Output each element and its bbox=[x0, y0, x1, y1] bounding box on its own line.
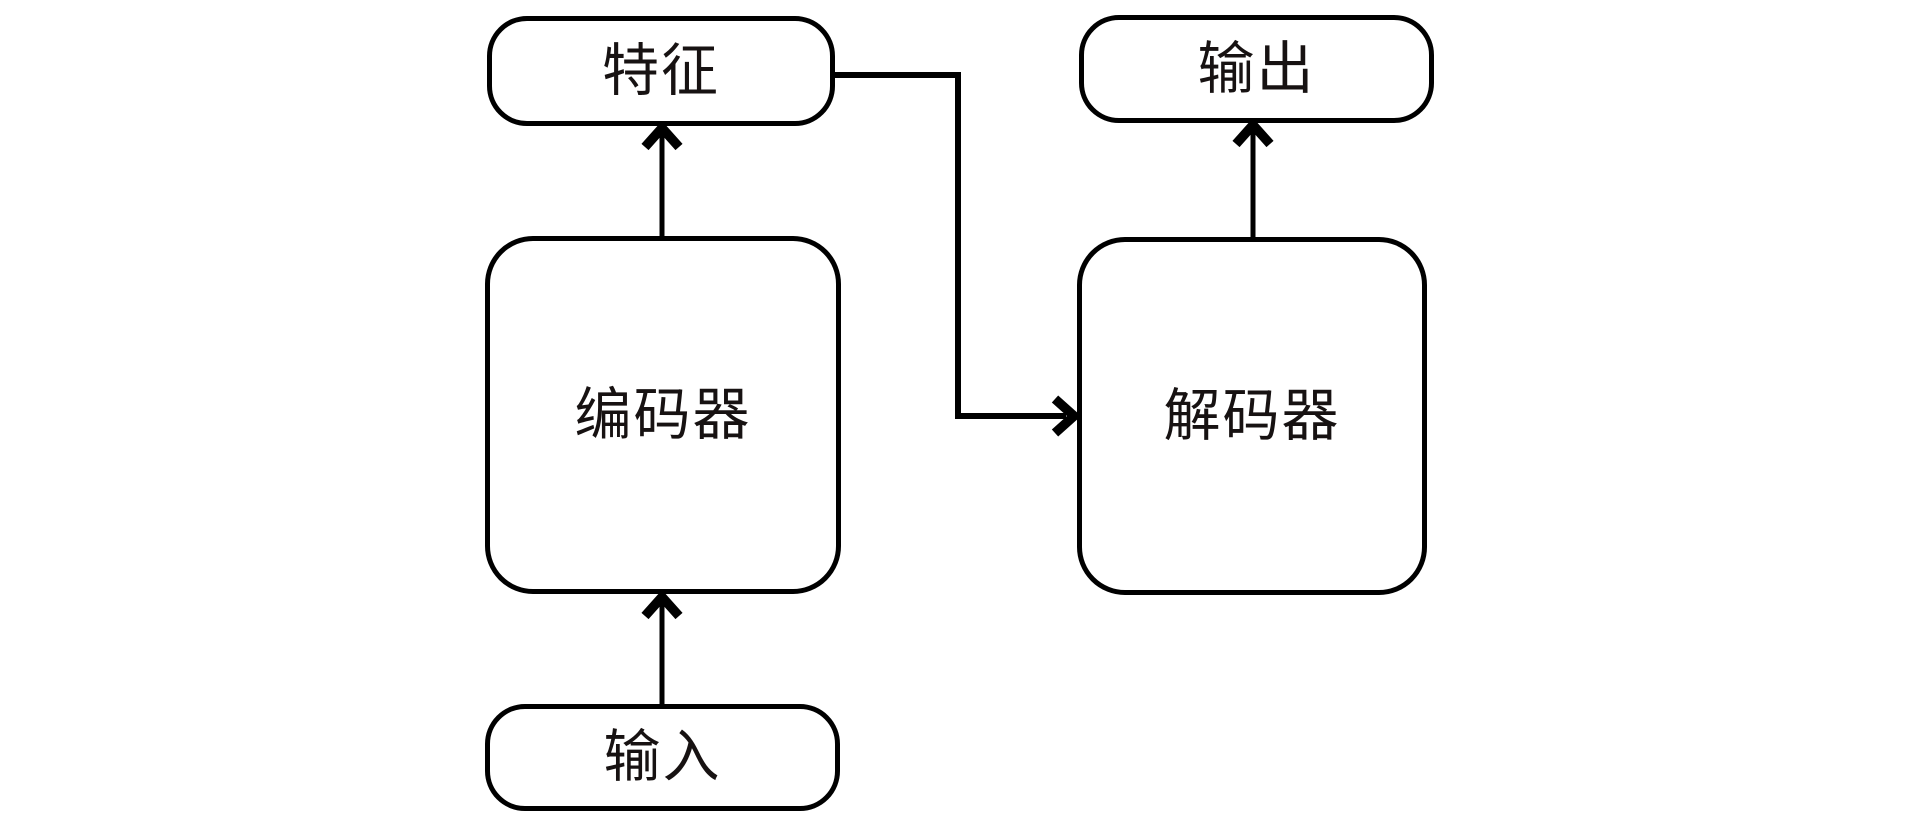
node-encoder-label: 编码器 bbox=[574, 383, 752, 447]
arrowhead-up-icon bbox=[641, 589, 683, 620]
node-decoder-label: 解码器 bbox=[1163, 384, 1341, 448]
node-input: 输入 bbox=[485, 704, 840, 811]
edge-feature-to-decoder bbox=[833, 72, 1082, 437]
node-output-label: 输出 bbox=[1197, 37, 1316, 101]
arrowhead-up-icon bbox=[641, 120, 683, 151]
node-feature: 特征 bbox=[487, 16, 835, 126]
edge-feature-to-decoder-line bbox=[833, 72, 1066, 419]
edge-encoder-to-feature bbox=[641, 120, 683, 236]
edge-decoder-to-output bbox=[1232, 117, 1274, 238]
node-encoder: 编码器 bbox=[485, 236, 841, 594]
edge-input-to-encoder bbox=[641, 589, 683, 705]
node-decoder: 解码器 bbox=[1077, 237, 1427, 595]
node-feature-label: 特征 bbox=[602, 39, 720, 103]
node-input-label: 输入 bbox=[603, 726, 722, 789]
arrowhead-up-icon bbox=[1232, 117, 1274, 148]
node-output: 输出 bbox=[1079, 15, 1434, 123]
arrowhead-right-icon bbox=[1051, 395, 1082, 437]
